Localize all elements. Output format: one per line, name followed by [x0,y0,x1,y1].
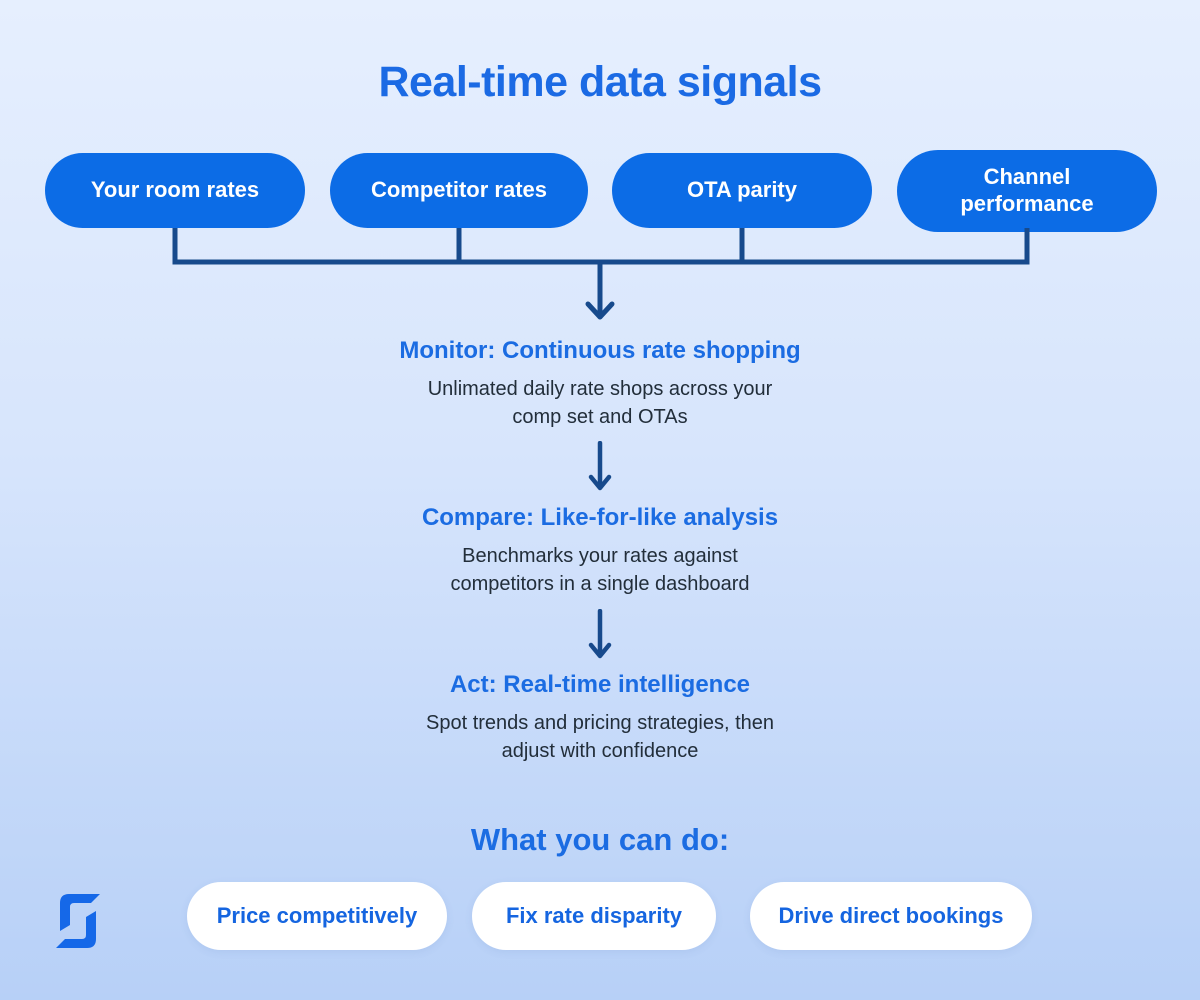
step-heading: Monitor: Continuous rate shopping [399,337,801,364]
outcome-label: Drive direct bookings [778,903,1004,928]
s-mark-logo-icon [56,894,100,948]
step-heading: Act: Real-time intelligence [449,671,751,698]
signal-label: Channel performance [960,164,1094,216]
outcomes-heading: What you can do: [470,822,730,857]
step-act: Act: Real-time intelligence Spot trends … [0,671,1200,766]
signal-pill-ota-parity: OTA parity [612,153,872,228]
signal-label: Your room rates [90,177,260,203]
outcome-pill-price-competitively: Price competitively [187,882,447,950]
outcome-label: Fix rate disparity [505,903,683,928]
signal-label: Competitor rates [370,177,548,203]
signal-pill-your-room-rates: Your room rates [45,153,305,228]
outcome-label: Price competitively [216,903,418,928]
connector-tree [172,228,1030,320]
signal-pill-channel-performance: Channel performance [897,150,1157,232]
down-arrow-icon [588,441,612,491]
down-arrow-icon [588,609,612,659]
page-title: Real-time data signals [378,58,822,106]
signal-pill-competitor-rates: Competitor rates [330,153,588,228]
step-heading: Compare: Like-for-like analysis [421,504,779,531]
signal-label: OTA parity [686,177,797,203]
step-compare: Compare: Like-for-like analysis Benchmar… [0,504,1200,599]
outcome-pill-drive-direct-bookings: Drive direct bookings [750,882,1032,950]
step-description: Spot trends and pricing strategies, then… [426,712,774,763]
outcome-pill-fix-rate-disparity: Fix rate disparity [472,882,716,950]
step-monitor: Monitor: Continuous rate shopping Unlima… [0,337,1200,432]
step-description: Benchmarks your rates against competitor… [450,545,750,596]
step-description: Unlimated daily rate shops across your c… [427,378,773,429]
